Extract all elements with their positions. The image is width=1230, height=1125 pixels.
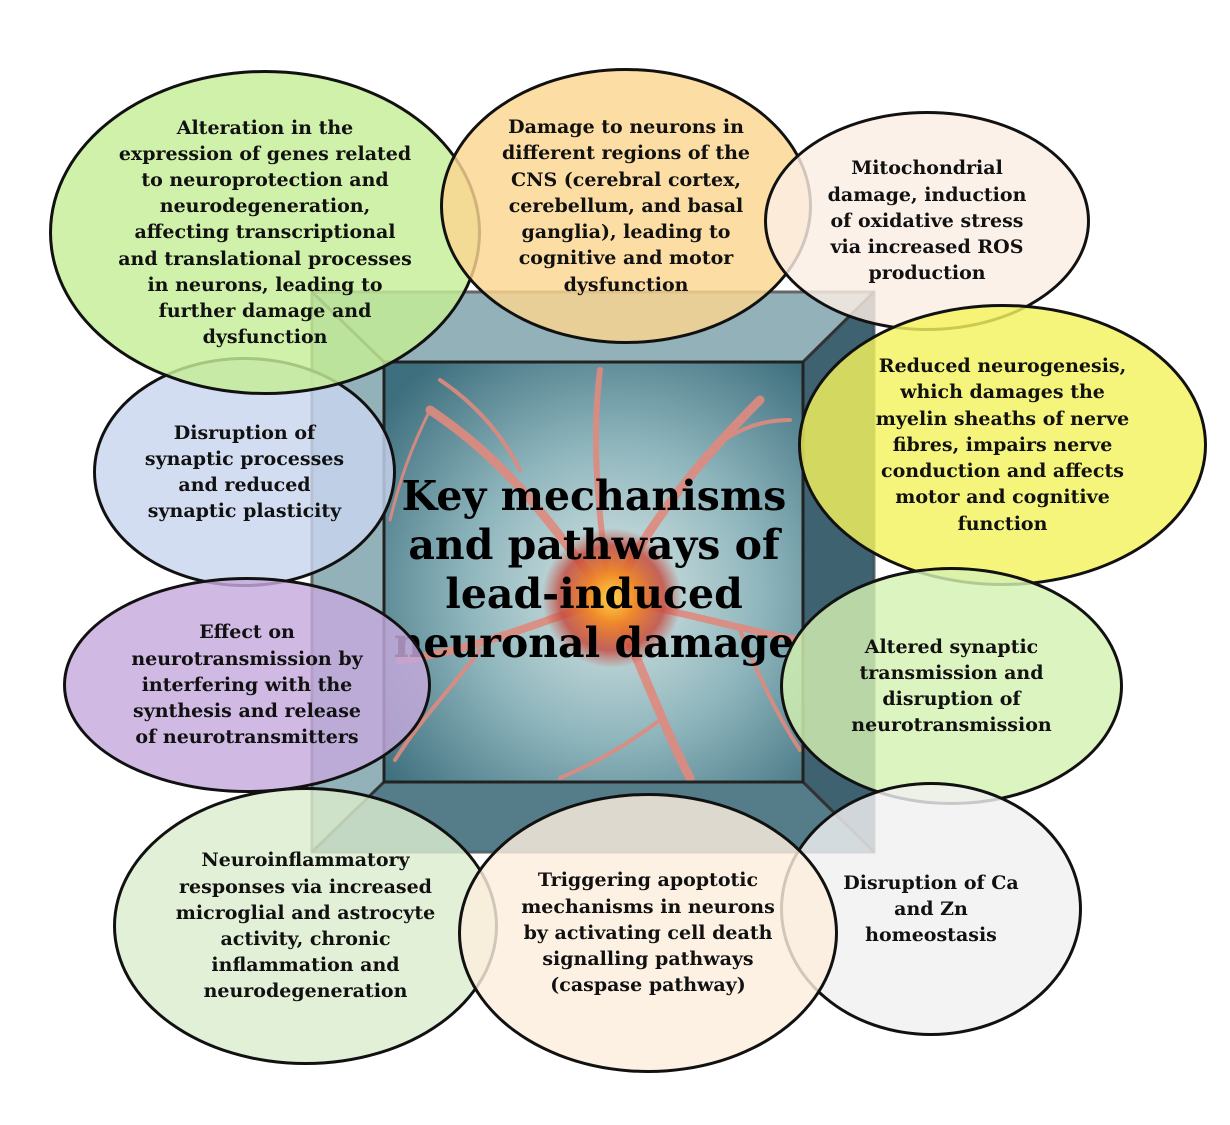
mechanism-label: Effect on neurotransmission by interferi… — [131, 621, 363, 749]
mechanism-label: Altered synaptic transmission and disrup… — [851, 635, 1052, 737]
mechanism-mitochondrial-damage: Mitochondrial damage, induction of oxida… — [764, 111, 1090, 331]
mechanism-label: Alteration in the expression of genes re… — [118, 116, 412, 349]
mechanism-label: Reduced neurogenesis, which damages the … — [875, 355, 1130, 535]
mechanism-label: Neuroinflammatory responses via increase… — [175, 849, 436, 1003]
mechanism-apoptosis: Triggering apoptotic mechanisms in neuro… — [458, 793, 838, 1073]
mechanism-label: Disruption of synaptic processes and red… — [144, 421, 345, 523]
mechanism-label: Triggering apoptotic mechanisms in neuro… — [521, 869, 775, 997]
mechanism-altered-synaptic-transmission: Altered synaptic transmission and disrup… — [780, 567, 1123, 805]
mechanism-cns-neuron-damage: Damage to neurons in different regions o… — [440, 68, 812, 344]
mechanism-label: Disruption of Ca and Zn homeostasis — [843, 871, 1019, 947]
mechanism-gene-expression: Alteration in the expression of genes re… — [49, 70, 481, 395]
neuron-soma — [542, 528, 682, 668]
diagram-title: Key mechanisms and pathways of lead-indu… — [393, 471, 795, 668]
mechanism-synaptic-plasticity: Disruption of synaptic processes and red… — [93, 357, 396, 587]
mechanism-neurotransmission-synthesis: Effect on neurotransmission by interferi… — [63, 577, 431, 793]
mechanism-label: Mitochondrial damage, induction of oxida… — [827, 157, 1027, 285]
mechanism-neuroinflammation: Neuroinflammatory responses via increase… — [113, 787, 498, 1065]
mechanism-reduced-neurogenesis: Reduced neurogenesis, which damages the … — [798, 304, 1207, 586]
cube-front-frame — [382, 360, 805, 784]
mechanism-label: Damage to neurons in different regions o… — [501, 116, 751, 296]
